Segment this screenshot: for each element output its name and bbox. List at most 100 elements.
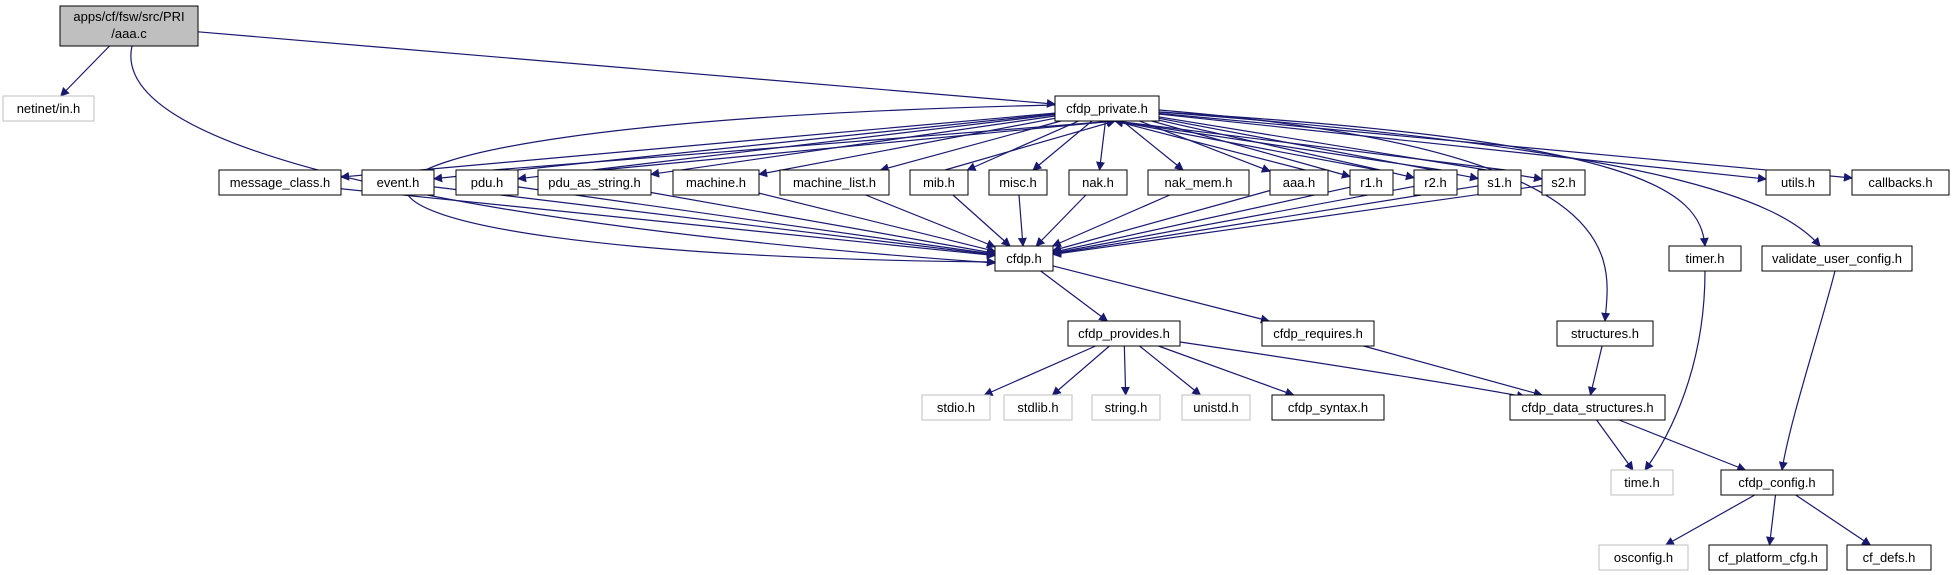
edge-s1-to-cfdp bbox=[1052, 185, 1479, 258]
node-label: structures.h bbox=[1571, 326, 1639, 341]
edge-r2-to-cfdp bbox=[1052, 185, 1415, 257]
node-misc[interactable]: misc.h bbox=[988, 169, 1048, 196]
node-box bbox=[1269, 169, 1329, 196]
edge-cfdp_private-to-s1 bbox=[1158, 117, 1479, 182]
node-cfdp[interactable]: cfdp.h bbox=[994, 245, 1054, 272]
node-unistd[interactable]: unistd.h bbox=[1181, 394, 1251, 421]
node-cf-defs[interactable]: cf_defs.h bbox=[1846, 544, 1932, 571]
edge-cfdp_provides-to-cfdp_data_structures bbox=[1179, 341, 1526, 400]
edge-cfdp_provides-to-stdio bbox=[983, 345, 1096, 396]
edge-cfdp_data_structures-to-cfdp_config bbox=[1618, 419, 1747, 472]
root-node[interactable]: apps/cf/fsw/src/PRI /aaa.c bbox=[59, 5, 199, 47]
node-netinet-in[interactable]: netinet/in.h bbox=[2, 95, 95, 122]
node-aaa[interactable]: aaa.h bbox=[1269, 169, 1329, 196]
edge-cfdp_private-to-validate_user_config bbox=[1158, 111, 1821, 247]
edge-machine-to-cfdp bbox=[758, 192, 996, 254]
edge-cfdp_data_structures-to-time bbox=[1596, 419, 1634, 471]
node-cfdp-private[interactable]: cfdp_private.h bbox=[1054, 95, 1160, 122]
node-cfdp-data-structures[interactable]: cfdp_data_structures.h bbox=[1509, 394, 1666, 421]
file-nodes: apps/cf/fsw/src/PRI /aaa.c netinet/in.h c… bbox=[2, 5, 1950, 571]
node-box bbox=[537, 169, 652, 196]
node-cfdp-requires[interactable]: cfdp_requires.h bbox=[1261, 320, 1375, 347]
node-string[interactable]: string.h bbox=[1091, 394, 1161, 421]
node-time[interactable]: time.h bbox=[1610, 469, 1674, 496]
node-box bbox=[921, 394, 991, 421]
node-timer[interactable]: timer.h bbox=[1668, 245, 1742, 272]
node-box bbox=[1541, 169, 1586, 196]
dependency-edges bbox=[60, 31, 1872, 546]
node-label: utils.h bbox=[1781, 175, 1815, 190]
edge-cfdp_config-to-cf_platform_cfg bbox=[1765, 494, 1777, 546]
node-label: machine.h bbox=[686, 175, 746, 190]
edge-cfdp_config-to-osconfig bbox=[1664, 494, 1756, 546]
node-box bbox=[361, 169, 435, 196]
edge-message_class-to-cfdp bbox=[340, 188, 996, 260]
edge-cfdp-to-cfdp_provides bbox=[1040, 270, 1109, 322]
node-label: cfdp.h bbox=[1006, 251, 1041, 266]
node-label: stdio.h bbox=[937, 400, 975, 415]
node-stdlib[interactable]: stdlib.h bbox=[1003, 394, 1073, 421]
node-label: validate_user_config.h bbox=[1772, 251, 1902, 266]
edge-misc-to-cfdp bbox=[1017, 194, 1027, 247]
node-box bbox=[1181, 394, 1251, 421]
node-s2[interactable]: s2.h bbox=[1541, 169, 1586, 196]
edge-cfdp_provides-to-unistd bbox=[1139, 345, 1202, 396]
node-box bbox=[1708, 544, 1828, 571]
node-box bbox=[1091, 394, 1161, 421]
edge-pdu-to-cfdp_private bbox=[492, 117, 1116, 171]
edge-cfdp_private-to-nak bbox=[1096, 120, 1107, 171]
edge-s2-to-cfdp bbox=[1052, 184, 1543, 258]
edge-machine_list-to-cfdp bbox=[865, 194, 996, 249]
node-machine[interactable]: machine.h bbox=[672, 169, 760, 196]
node-utils[interactable]: utils.h bbox=[1765, 169, 1831, 196]
node-cfdp-provides[interactable]: cfdp_provides.h bbox=[1067, 320, 1181, 347]
node-mib[interactable]: mib.h bbox=[909, 169, 969, 196]
node-label: cfdp_requires.h bbox=[1273, 326, 1363, 341]
node-cfdp-syntax[interactable]: cfdp_syntax.h bbox=[1271, 394, 1385, 421]
node-nak-mem[interactable]: nak_mem.h bbox=[1147, 169, 1250, 196]
node-cf-platform-cfg[interactable]: cf_platform_cfg.h bbox=[1708, 544, 1828, 571]
node-event[interactable]: event.h bbox=[361, 169, 435, 196]
node-structures[interactable]: structures.h bbox=[1556, 320, 1654, 347]
node-label: cfdp_syntax.h bbox=[1288, 400, 1368, 415]
node-s1[interactable]: s1.h bbox=[1477, 169, 1522, 196]
root-label-line2: /aaa.c bbox=[111, 26, 147, 41]
node-label: cf_defs.h bbox=[1863, 550, 1916, 565]
node-box bbox=[779, 169, 890, 196]
node-label: aaa.h bbox=[1283, 175, 1316, 190]
node-box bbox=[1668, 245, 1742, 272]
node-label: s1.h bbox=[1487, 175, 1512, 190]
node-pdu-as-string[interactable]: pdu_as_string.h bbox=[537, 169, 652, 196]
node-message-class[interactable]: message_class.h bbox=[218, 169, 342, 196]
edge-validate_user_config-to-cfdp_config bbox=[1778, 270, 1836, 471]
node-box bbox=[988, 169, 1048, 196]
edge-s1-to-cfdp_private bbox=[1114, 117, 1506, 171]
edge-event-to-cfdp bbox=[433, 186, 996, 259]
edge-root-to-netinet_in bbox=[60, 45, 110, 97]
edge-r1-to-cfdp bbox=[1052, 186, 1351, 255]
node-nak[interactable]: nak.h bbox=[1068, 169, 1128, 196]
node-label: pdu.h bbox=[471, 175, 504, 190]
node-callbacks[interactable]: callbacks.h bbox=[1851, 169, 1950, 196]
node-box bbox=[1147, 169, 1250, 196]
node-label: cf_platform_cfg.h bbox=[1718, 550, 1818, 565]
node-cfdp-config[interactable]: cfdp_config.h bbox=[1720, 469, 1834, 496]
node-osconfig[interactable]: osconfig.h bbox=[1598, 544, 1689, 571]
edge-root-to-cfdp bbox=[130, 45, 996, 267]
node-pdu[interactable]: pdu.h bbox=[455, 169, 519, 196]
node-label: unistd.h bbox=[1193, 400, 1239, 415]
node-label: netinet/in.h bbox=[17, 101, 81, 116]
edge-pdu_as_string-to-cfdp bbox=[650, 191, 996, 257]
node-validate-user-config[interactable]: validate_user_config.h bbox=[1761, 245, 1913, 272]
node-stdio[interactable]: stdio.h bbox=[921, 394, 991, 421]
node-r1[interactable]: r1.h bbox=[1349, 169, 1394, 196]
node-box bbox=[1413, 169, 1458, 196]
node-r2[interactable]: r2.h bbox=[1413, 169, 1458, 196]
node-label: cfdp_private.h bbox=[1066, 101, 1148, 116]
edge-aaa-to-cfdp_private bbox=[1114, 118, 1306, 171]
node-label: cfdp_data_structures.h bbox=[1521, 400, 1653, 415]
edge-cfdp_private-to-misc bbox=[1032, 120, 1093, 171]
node-machine-list[interactable]: machine_list.h bbox=[779, 169, 890, 196]
edge-cfdp_provides-to-cfdp_syntax bbox=[1158, 345, 1295, 397]
